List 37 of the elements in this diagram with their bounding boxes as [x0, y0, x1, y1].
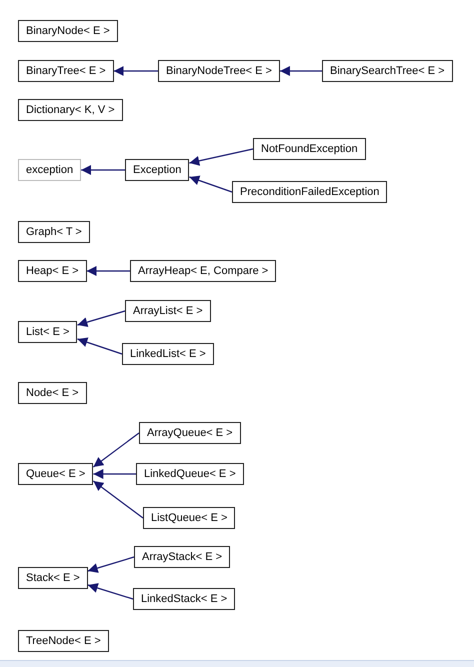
- inheritance-arrow: [92, 480, 144, 518]
- inheritance-arrow: [86, 266, 130, 276]
- class-box: ArrayStack< E >: [134, 546, 230, 568]
- class-box: NotFoundException: [253, 138, 366, 160]
- inheritance-arrow: [88, 556, 134, 573]
- class-box: ArrayList< E >: [125, 300, 211, 322]
- class-box: BinarySearchTree< E >: [322, 60, 453, 82]
- inheritance-arrow: [77, 337, 122, 355]
- inheritance-arrow: [189, 176, 232, 193]
- class-box: LinkedList< E >: [122, 343, 214, 365]
- inheritance-arrow: [93, 469, 136, 479]
- class-box: exception: [18, 159, 82, 181]
- class-box: Node< E >: [18, 382, 87, 404]
- class-box: Graph< T >: [18, 221, 90, 243]
- class-box: BinaryNode< E >: [18, 20, 118, 42]
- inheritance-arrow: [77, 310, 126, 327]
- class-box: List< E >: [18, 321, 78, 343]
- class-box: Heap< E >: [18, 260, 87, 282]
- inheritance-arrow: [114, 66, 158, 76]
- class-box: Stack< E >: [18, 567, 88, 589]
- class-box: BinaryTree< E >: [18, 60, 114, 82]
- inheritance-arrow: [88, 583, 134, 600]
- class-box: ArrayHeap< E, Compare >: [130, 260, 276, 282]
- class-box: TreeNode< E >: [18, 630, 109, 652]
- class-box: LinkedQueue< E >: [136, 463, 244, 485]
- class-box: LinkedStack< E >: [133, 588, 236, 610]
- class-box: Exception: [125, 159, 190, 181]
- class-box: ArrayQueue< E >: [139, 422, 241, 444]
- class-box: Dictionary< K, V >: [18, 99, 123, 121]
- class-box: Queue< E >: [18, 463, 94, 485]
- inheritance-arrow: [81, 165, 125, 175]
- class-box: BinaryNodeTree< E >: [158, 60, 280, 82]
- inheritance-arrow: [92, 432, 140, 468]
- class-box: ListQueue< E >: [143, 507, 236, 529]
- inheritance-arrow: [280, 66, 322, 76]
- inheritance-arrow: [189, 148, 254, 166]
- class-box: PreconditionFailedException: [232, 181, 388, 203]
